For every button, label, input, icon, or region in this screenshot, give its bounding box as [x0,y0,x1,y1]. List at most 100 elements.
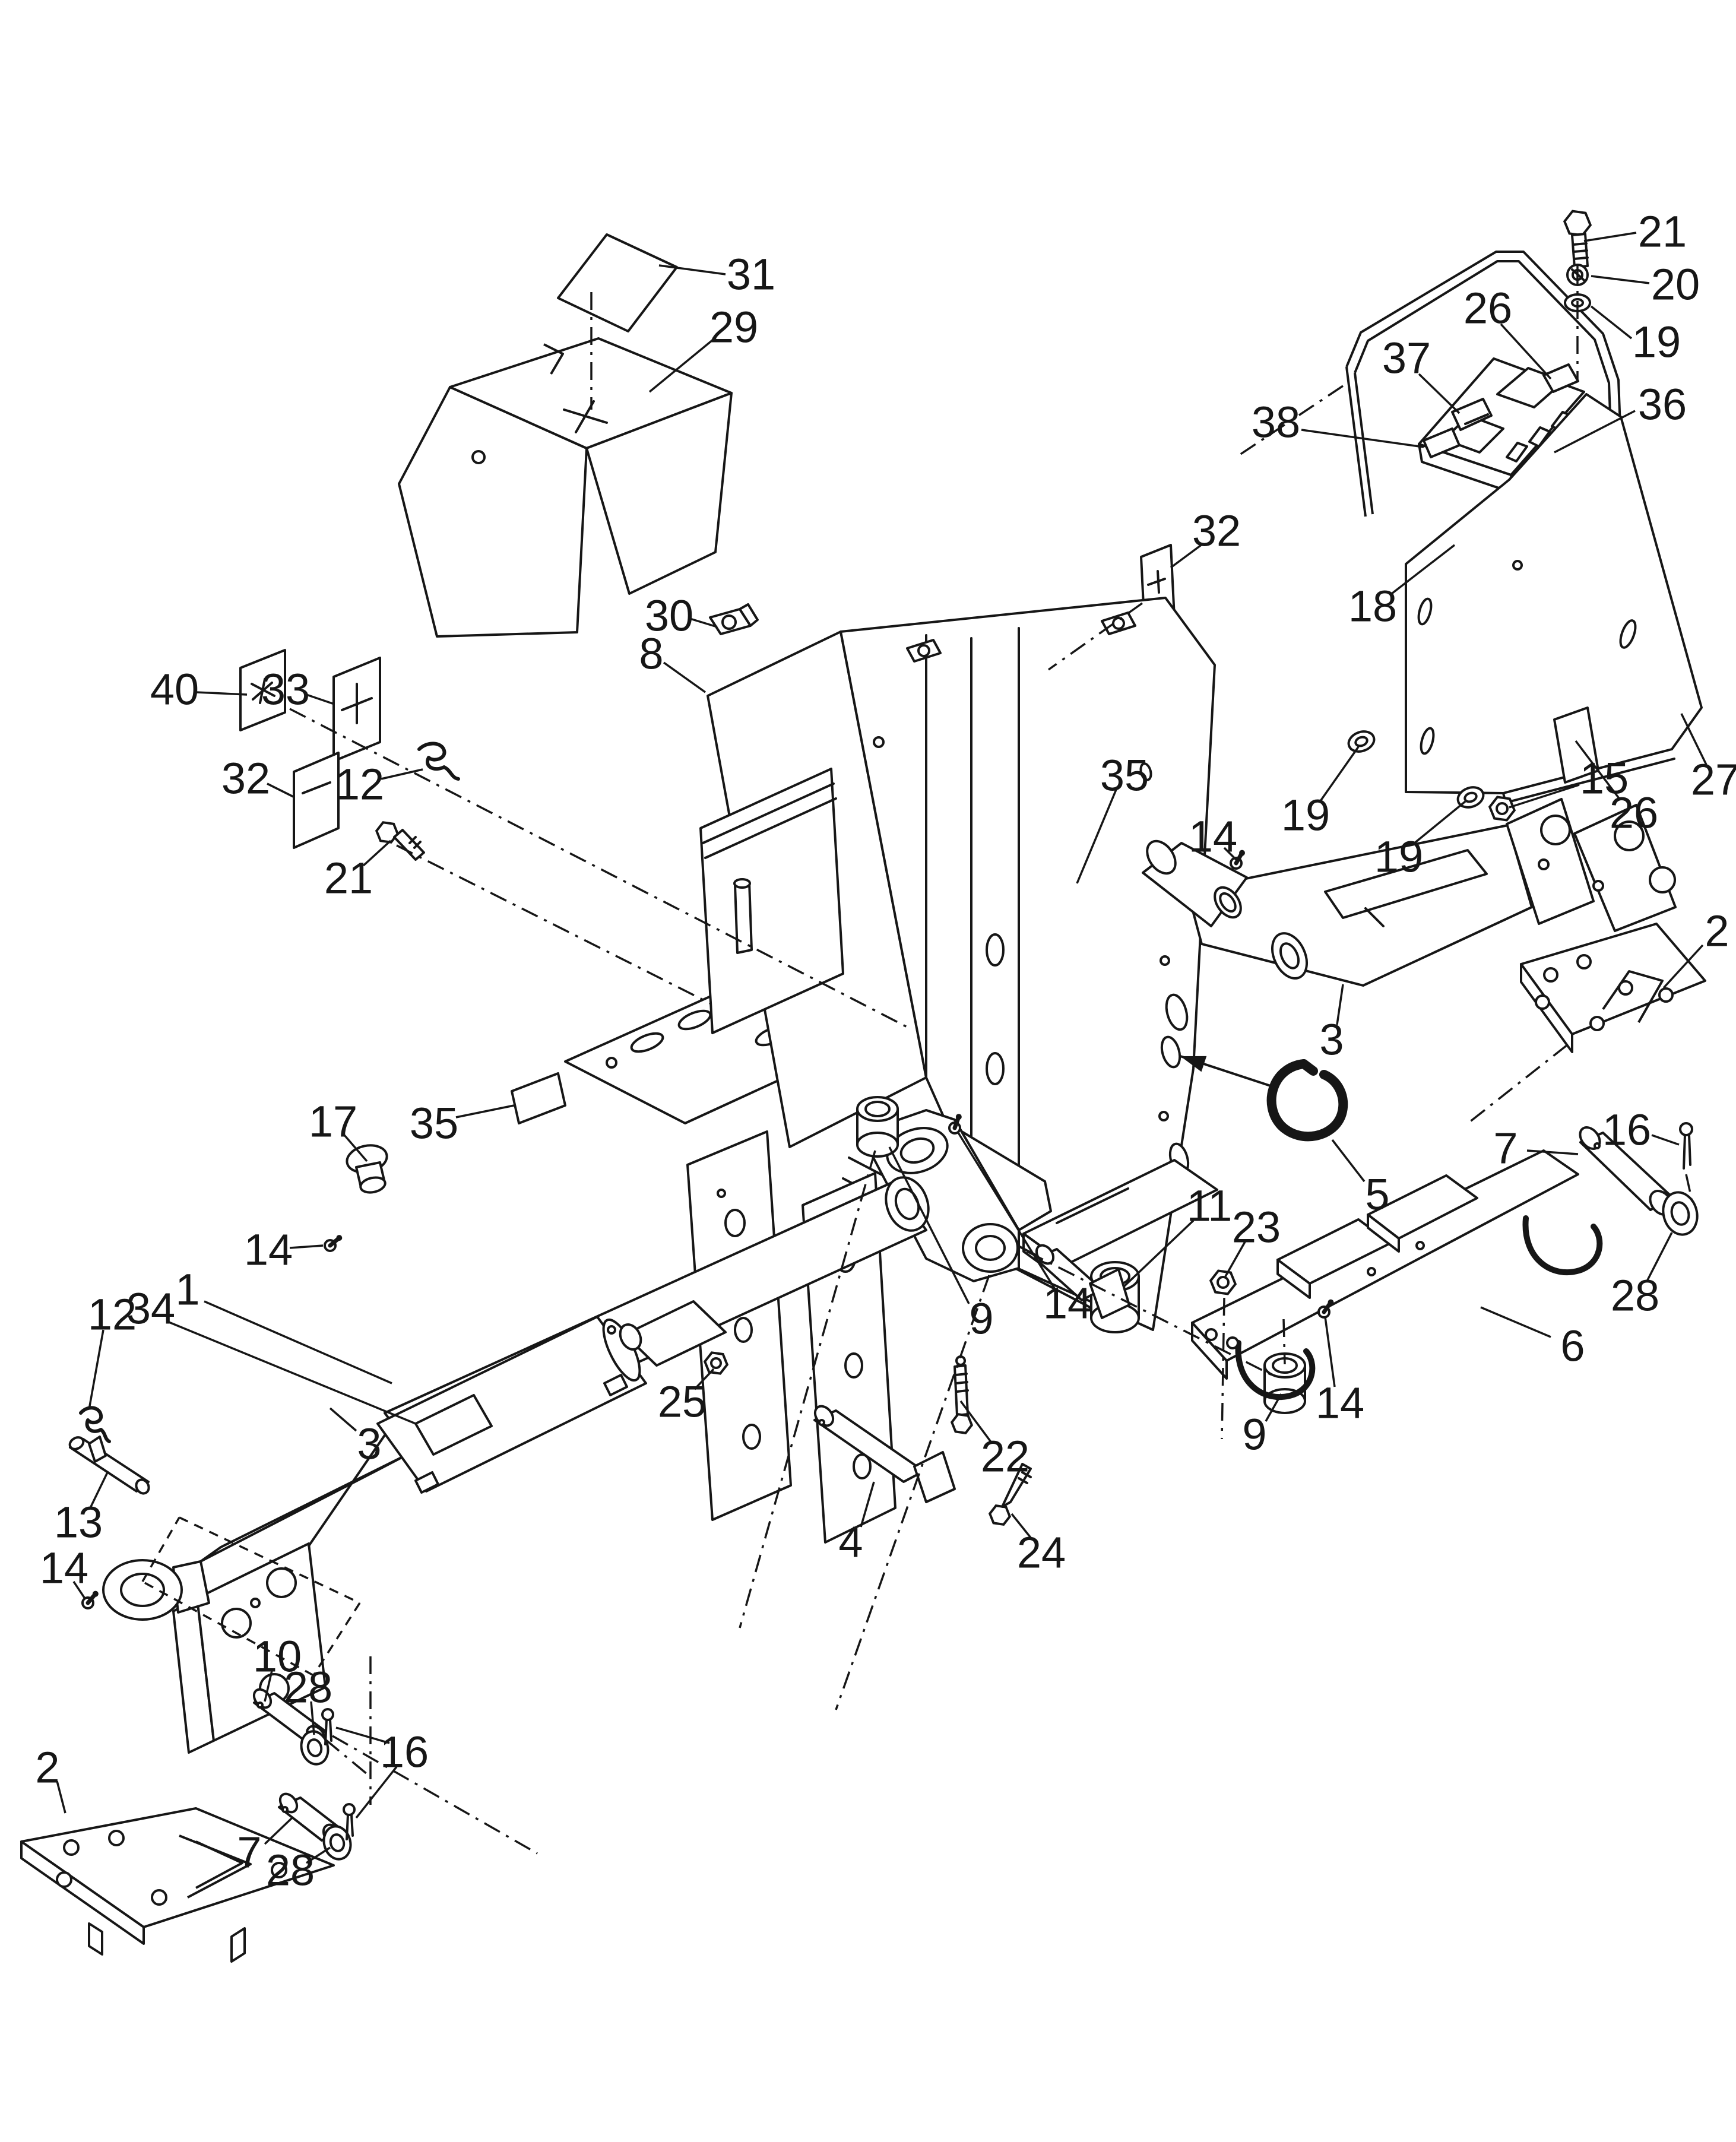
part-side-panel-27 [1405,393,1703,804]
leader-line [1076,789,1117,884]
callout-29: 29 [648,303,758,393]
leader-line [1265,1393,1282,1422]
callout-number-35: 35 [410,1099,458,1148]
callout-27: 27 [1680,713,1736,804]
callout-30: 30 [645,591,718,641]
callout-17: 17 [309,1097,368,1162]
arrow-leader [1180,1055,1275,1088]
leader-line [693,1368,715,1390]
leader-line [1010,1513,1032,1539]
callout-number-33: 33 [261,665,310,714]
callout-number-25: 25 [658,1377,707,1427]
callout-number-8: 8 [639,629,663,679]
leader-line [1651,1134,1680,1146]
callout-number-21: 21 [324,854,373,903]
callout-number-19: 19 [1632,318,1681,367]
callout-36: 36 [1554,380,1687,454]
part-bushing-9-left [856,1096,899,1158]
callout-number-24: 24 [1017,1528,1066,1577]
part-bolt-21-left [375,821,425,861]
callout-34: 34 [126,1284,416,1425]
leader-line [88,1329,104,1410]
callout-number-32: 32 [221,754,270,803]
callout-number-16: 16 [1602,1105,1651,1155]
part-rops-hoop-18 [1345,251,1626,538]
leader-line [167,1320,416,1425]
part-hairpin-clip-12a [417,742,460,781]
part-decal-31 [557,233,678,332]
leader-line [1122,1219,1195,1288]
part-cotter-pin-16a [1679,1122,1693,1170]
callout-1: 1 [175,1265,392,1384]
callout-32: 32 [221,754,294,803]
leader-line [343,1134,368,1162]
part-hydraulic-cylinder-1 [102,1316,647,1621]
leader-line [455,1104,515,1118]
callout-number-7: 7 [237,1828,261,1877]
leader-line [1331,1139,1366,1183]
callout-14: 14 [40,1544,88,1600]
leader-line [306,693,335,705]
leader-line [1583,232,1637,242]
callout-number-40: 40 [150,665,199,714]
callout-11: 11 [1122,1181,1232,1288]
callout-18: 18 [1348,544,1456,631]
callout-7: 7 [1493,1124,1579,1173]
callout-number-10: 10 [253,1632,302,1681]
leader-line [289,1244,324,1249]
leader-line [1224,1240,1247,1277]
callout-35: 35 [1076,751,1149,884]
part-console-top-plate [1418,357,1587,494]
part-nut-15 [1488,796,1516,822]
part-tube-stub [1142,839,1248,927]
part-bolt-24 [988,1463,1032,1526]
leader-line [1509,784,1580,809]
part-decal-33 [332,657,381,762]
leader-line [1662,944,1704,989]
callout-number-38: 38 [1252,398,1300,447]
part-washer-28c [300,1730,330,1766]
callout-9: 9 [888,1146,994,1343]
callout-25: 25 [658,1368,715,1427]
part-nut-25 [703,1351,729,1375]
leader-line [1480,1306,1551,1338]
callout-2: 2 [35,1743,66,1814]
part-grease-fitting-14-arm [1230,850,1245,870]
part-strap-plates-frame [686,1130,896,1544]
leader-line [204,1300,392,1384]
callout-number-12: 12 [335,760,384,809]
callout-16: 16 [335,1726,429,1819]
part-bolt-22 [950,1355,974,1434]
leader-line [1575,740,1621,800]
callout-number-19: 19 [1374,832,1423,882]
callout-number-28: 28 [266,1846,315,1895]
part-retaining-ring-5 [1266,1059,1348,1142]
part-bolt-21-top [1563,210,1592,268]
part-decal-32-left [293,752,340,849]
callout-number-1: 1 [175,1265,199,1314]
callout-number-23: 23 [1232,1203,1281,1252]
callout-13: 13 [54,1471,109,1547]
leader-line [355,1766,398,1819]
callout-31: 31 [658,250,775,299]
part-clip-nut-30 [709,603,759,635]
callout-number-4: 4 [838,1517,863,1567]
part-stabilizer-bar-6 [1191,1149,1603,1400]
leader-line [1318,746,1360,804]
callout-number-29: 29 [709,303,758,352]
callout-16: 16 [1602,1105,1680,1155]
leader-line [264,1670,273,1702]
callout-24: 24 [1010,1513,1066,1577]
leader-line [195,691,248,696]
leader-line [658,264,726,275]
callout-21: 21 [1583,207,1687,256]
callout-number-9: 9 [1242,1410,1266,1459]
part-frame-weldment-8 [511,597,1218,1331]
part-knob-17 [346,1144,388,1194]
leader-line [267,782,294,798]
callout-number-3: 3 [357,1419,381,1469]
callout-40: 40 [150,665,248,714]
callout-number-28: 28 [1611,1271,1659,1320]
leader-line [306,1846,331,1864]
part-hitch-plate-2-right [1520,923,1706,1053]
